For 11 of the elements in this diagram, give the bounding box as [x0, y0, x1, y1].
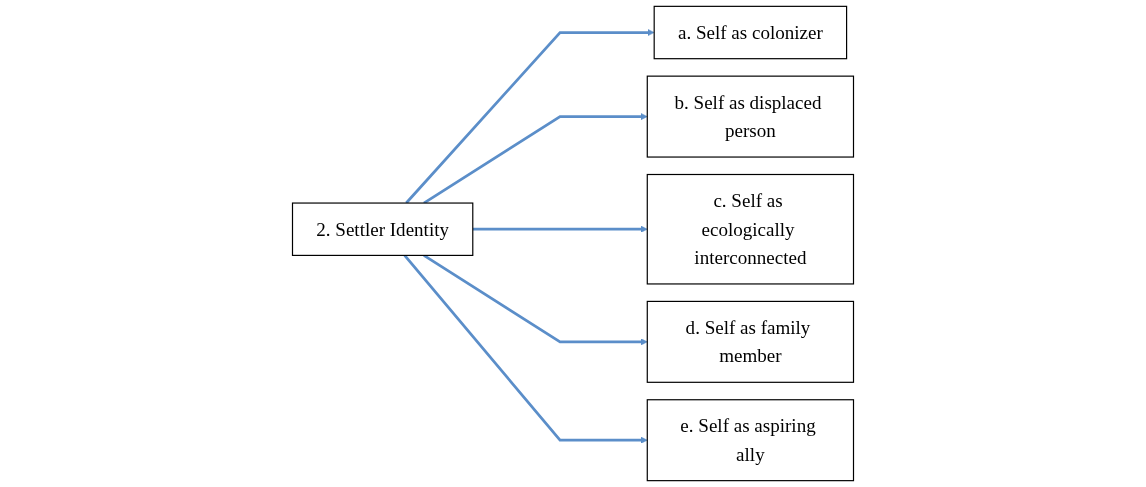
node-box: a. Self as colonizer [653, 5, 848, 60]
arrow [423, 254, 648, 346]
node-box: d. Self as family member [646, 300, 855, 383]
node-box: b. Self as displaced person [646, 75, 855, 158]
arrow [403, 254, 648, 444]
arrow [405, 29, 655, 204]
node-box: 2. Settler Identity [291, 202, 474, 256]
node-box: e. Self as aspiring ally [646, 399, 855, 482]
arrow [423, 113, 648, 205]
arrow [472, 225, 648, 233]
node-box: c. Self as ecologically interconnected [646, 173, 855, 285]
